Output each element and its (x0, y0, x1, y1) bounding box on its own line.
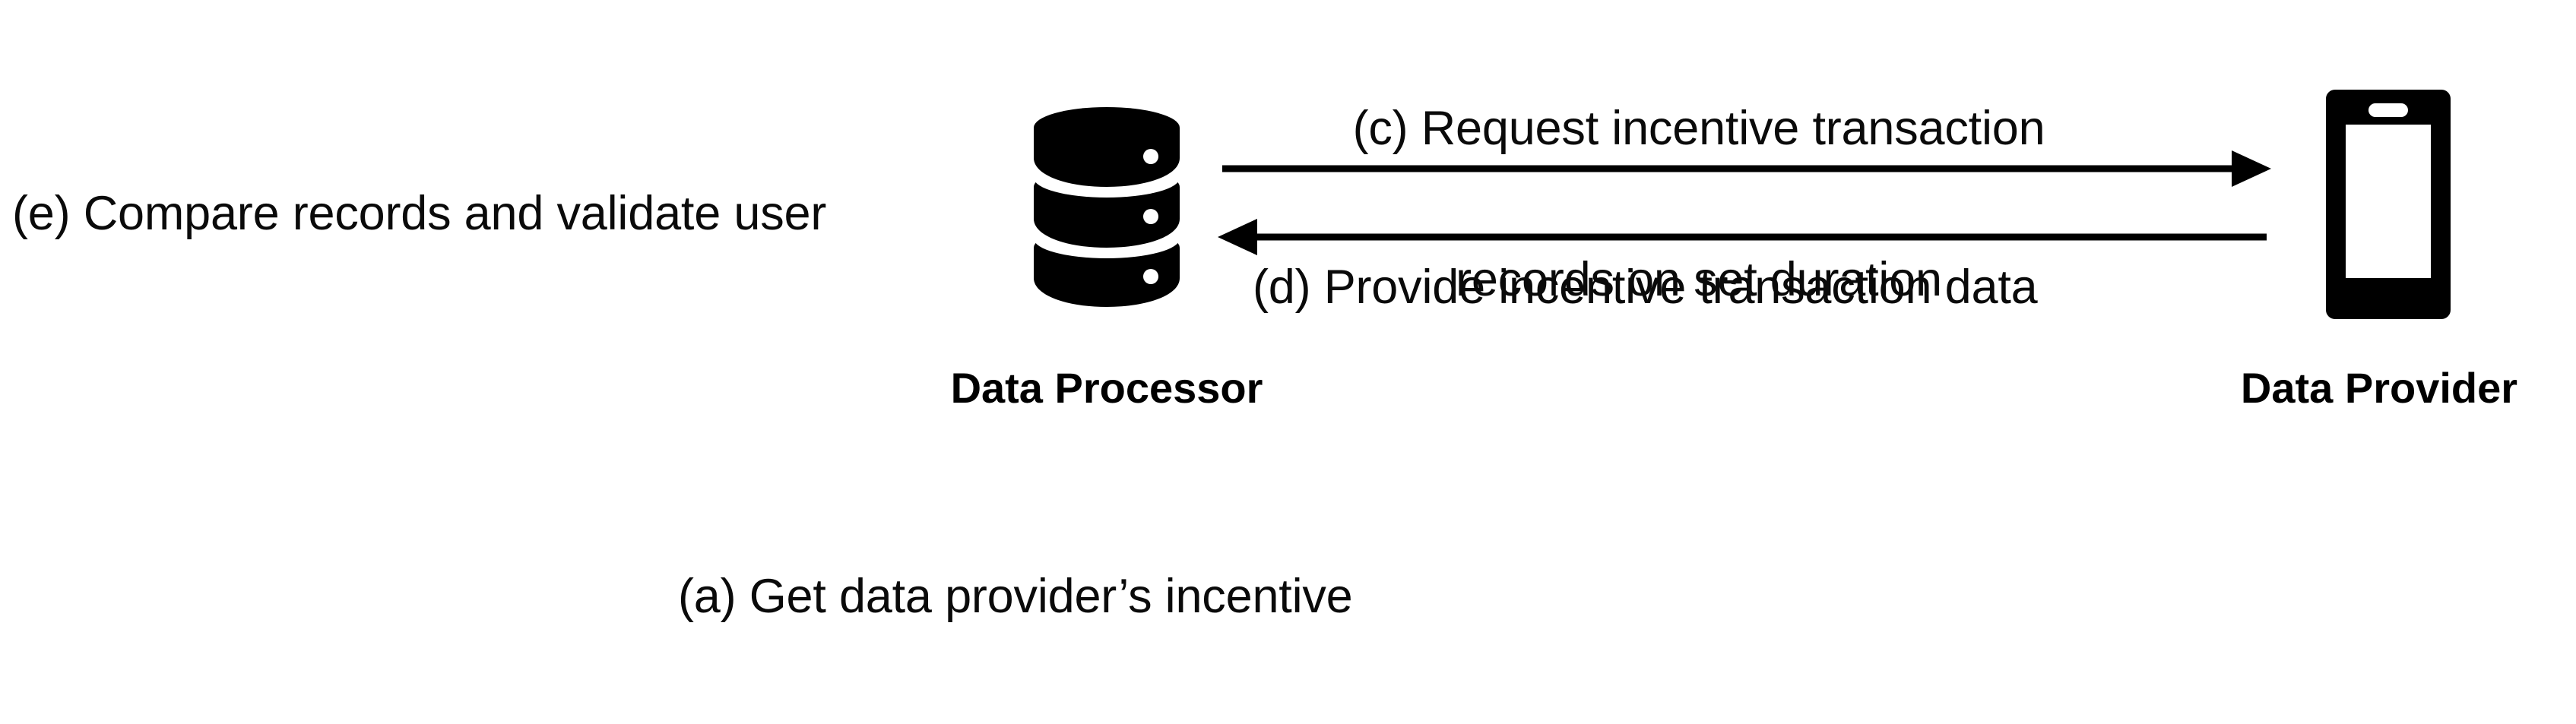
actor-label-data-processor: Data Processor (950, 364, 1263, 412)
provide-arrow (1216, 217, 2273, 260)
mobile-phone-icon (2324, 88, 2452, 321)
step-label-c: (c) Request incentive transaction record… (1247, 3, 2151, 405)
actor-label-data-provider: Data Provider (2240, 364, 2518, 412)
step-label-a-line1: (a) Get data provider’s incentive (678, 570, 1353, 624)
step-label-d: (d) Provide incentive transaction data (1253, 261, 2038, 314)
step-label-c-line2: records on set duration (1456, 252, 1942, 306)
step-label-c-line1: (c) Request incentive transaction (1352, 102, 2045, 156)
database-icon (1032, 105, 1181, 310)
request-arrow (1216, 149, 2273, 191)
step-label-e: (e) Compare records and validate user (12, 187, 827, 240)
step-label-group-ab: (a) Get data provider’s incentive transa… (678, 471, 1353, 724)
step-label-a-line2: transaction records (678, 722, 1353, 724)
